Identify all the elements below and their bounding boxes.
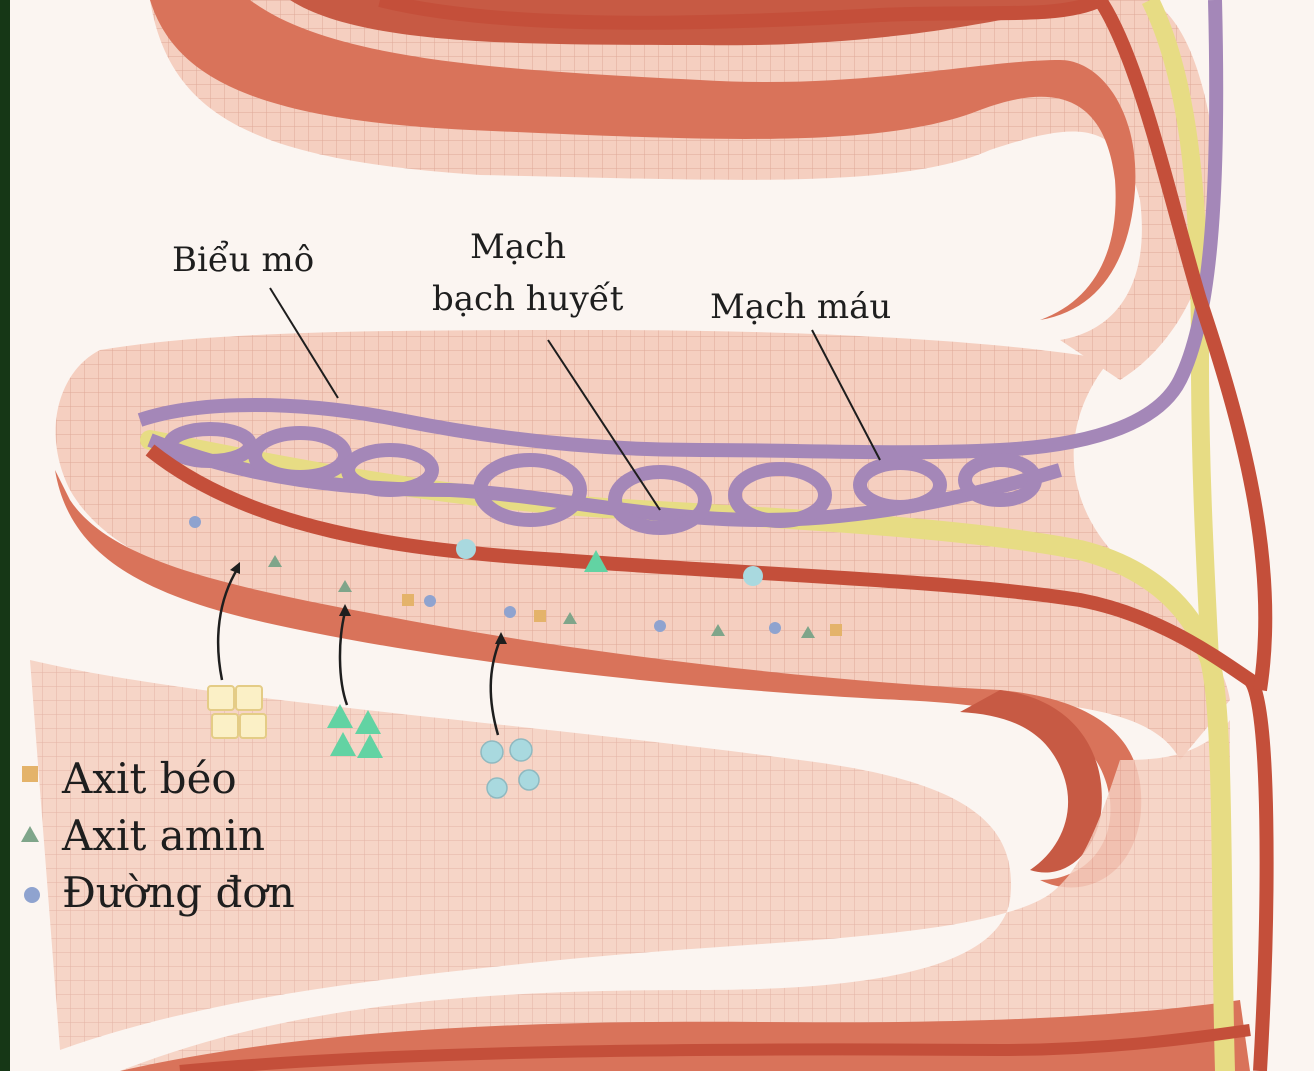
absorbed-sugar-2 [743,566,763,586]
legend-fatty-acid-marker [22,766,38,782]
label-lymph-vessel-line2: bạch huyết [432,279,624,319]
frame-left [0,0,10,1071]
absorbed-sugar-1 [456,539,476,559]
legend-amino-acid-label: Axit amin [61,811,265,860]
label-blood-vessel: Mạch máu [710,287,891,327]
label-lymph-vessel-line1: Mạch [470,227,566,267]
legend-fatty-acid-label: Axit béo [61,754,237,803]
legend-simple-sugar-label: Đường đơn [62,868,295,917]
legend-simple-sugar-marker [24,887,40,903]
label-epithelium: Biểu mô [172,240,314,280]
